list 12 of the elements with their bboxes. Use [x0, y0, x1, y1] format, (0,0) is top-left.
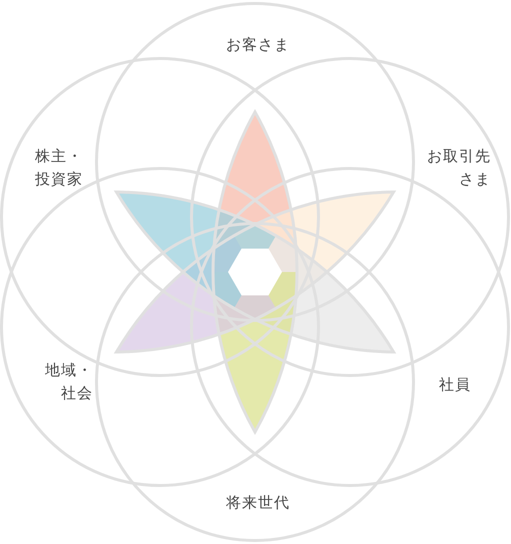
circle-label: お取引先さま: [426, 146, 491, 190]
venn-circle: [190, 167, 510, 487]
circle-label: 地域・社会: [44, 360, 93, 404]
circle-label: 株主・投資家: [35, 146, 84, 190]
circle-label: お客さま: [226, 34, 290, 56]
venn-circle: [95, 222, 415, 542]
circle-label: 将来世代: [226, 492, 290, 514]
venn-circle: [95, 2, 415, 322]
circle-label: 社員: [439, 374, 471, 396]
venn-circle: [0, 57, 320, 377]
venn-circle: [190, 57, 510, 377]
venn-circle: [0, 167, 320, 487]
